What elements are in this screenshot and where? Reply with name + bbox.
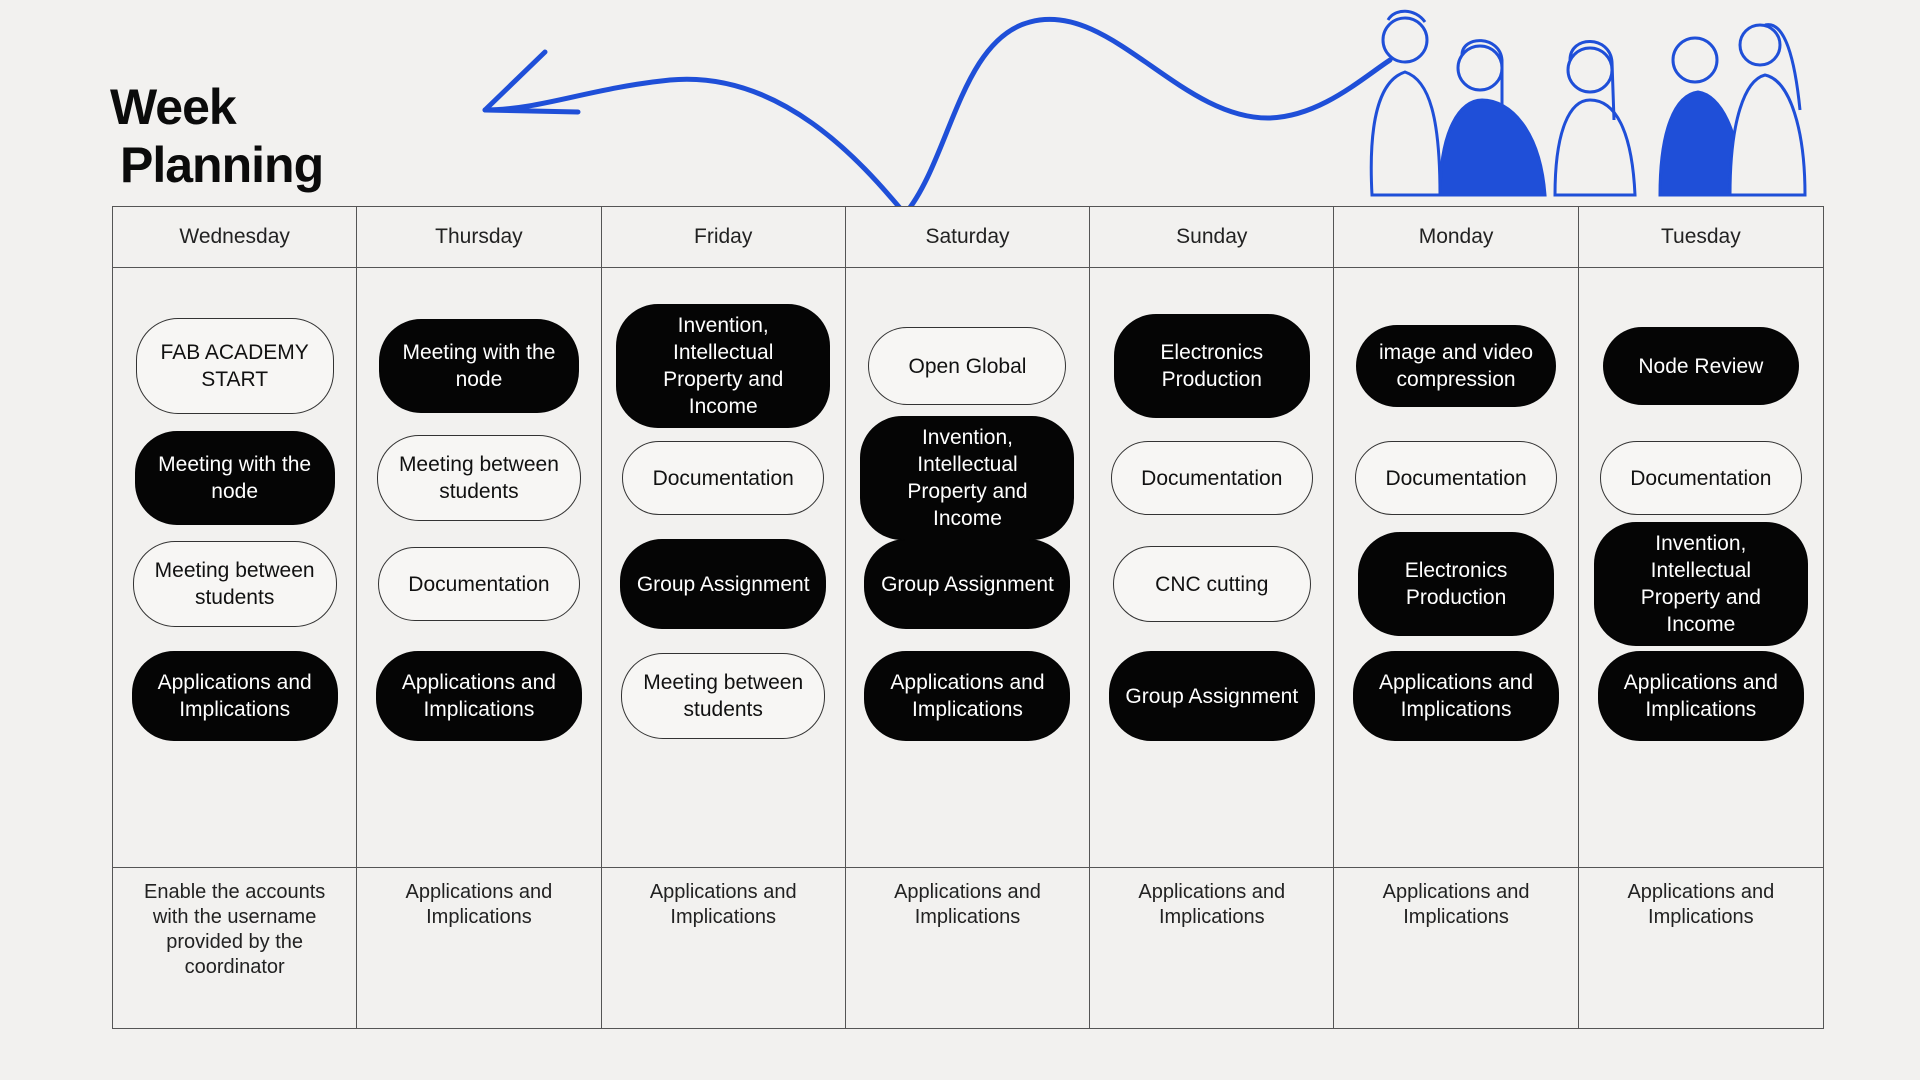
activity-pill[interactable]: Group Assignment bbox=[620, 539, 827, 629]
people-group-illustration bbox=[1369, 9, 1807, 197]
activity-pill[interactable]: Invention, Intellectual Property and Inc… bbox=[860, 416, 1075, 540]
page-title: Week Planning bbox=[110, 78, 324, 194]
activity-pill[interactable]: Group Assignment bbox=[1108, 651, 1315, 741]
day-note-wednesday: Enable the accounts with the username pr… bbox=[113, 868, 358, 1028]
activity-pill[interactable]: image and video compression bbox=[1356, 325, 1557, 407]
activity-pill[interactable]: Meeting between students bbox=[621, 653, 826, 739]
activity-pill[interactable]: Electronics Production bbox=[1358, 532, 1555, 636]
day-note-thursday: Applications and Implications bbox=[357, 868, 602, 1028]
activity-pill[interactable]: Group Assignment bbox=[864, 539, 1071, 629]
day-note-friday: Applications and Implications bbox=[602, 868, 846, 1028]
activity-pill[interactable]: Applications and Implications bbox=[1353, 651, 1560, 741]
activity-pill[interactable]: Meeting with the node bbox=[134, 431, 335, 525]
activity-pill[interactable]: Documentation bbox=[377, 547, 580, 621]
activity-pill[interactable]: Documentation bbox=[1110, 441, 1313, 515]
activity-pill[interactable]: Meeting with the node bbox=[378, 319, 579, 413]
activity-pill[interactable]: Applications and Implications bbox=[1597, 651, 1804, 741]
activity-pill[interactable]: Documentation bbox=[1599, 441, 1802, 515]
day-note-monday: Applications and Implications bbox=[1334, 868, 1579, 1028]
day-header-saturday: Saturday bbox=[845, 207, 1091, 268]
activity-pill[interactable]: Open Global bbox=[868, 327, 1067, 405]
activity-pill[interactable]: Applications and Implications bbox=[375, 651, 582, 741]
activity-pill[interactable]: CNC cutting bbox=[1112, 546, 1311, 622]
activity-pill[interactable]: Electronics Production bbox=[1113, 314, 1310, 418]
activity-pill[interactable]: Documentation bbox=[622, 441, 825, 515]
day-header-sunday: Sunday bbox=[1090, 207, 1335, 268]
curved-arrow-icon bbox=[482, 17, 1393, 217]
activity-pill[interactable]: Applications and Implications bbox=[864, 651, 1071, 741]
day-header-tuesday: Tuesday bbox=[1578, 207, 1823, 268]
day-note-tuesday: Applications and Implications bbox=[1627, 881, 1775, 928]
day-header-wednesday: Wednesday bbox=[113, 207, 358, 268]
title-line-2: Planning bbox=[120, 137, 324, 193]
activity-pill[interactable]: Node Review bbox=[1602, 327, 1799, 405]
activity-pill[interactable]: Invention, Intellectual Property and Inc… bbox=[1593, 522, 1808, 646]
activity-pill[interactable]: Documentation bbox=[1355, 441, 1558, 515]
day-header-friday: Friday bbox=[601, 207, 846, 268]
day-activities-friday: Invention, Intellectual Property and Inc… bbox=[601, 268, 846, 868]
arrow-head-icon bbox=[482, 49, 581, 115]
day-note-sunday: Applications and Implications bbox=[1090, 868, 1335, 1028]
activity-pill[interactable]: FAB ACADEMY START bbox=[135, 318, 334, 414]
activity-pill[interactable]: Invention, Intellectual Property and Inc… bbox=[616, 304, 831, 428]
activity-pill[interactable]: Meeting between students bbox=[376, 435, 581, 521]
day-header-monday: Monday bbox=[1334, 207, 1579, 268]
day-note-saturday: Applications and Implications bbox=[846, 868, 1091, 1028]
activity-pill[interactable]: Meeting between students bbox=[132, 541, 337, 627]
activity-pill[interactable]: Applications and Implications bbox=[131, 651, 338, 741]
title-line-1: Week bbox=[110, 79, 237, 135]
day-header-thursday: Thursday bbox=[357, 207, 602, 268]
